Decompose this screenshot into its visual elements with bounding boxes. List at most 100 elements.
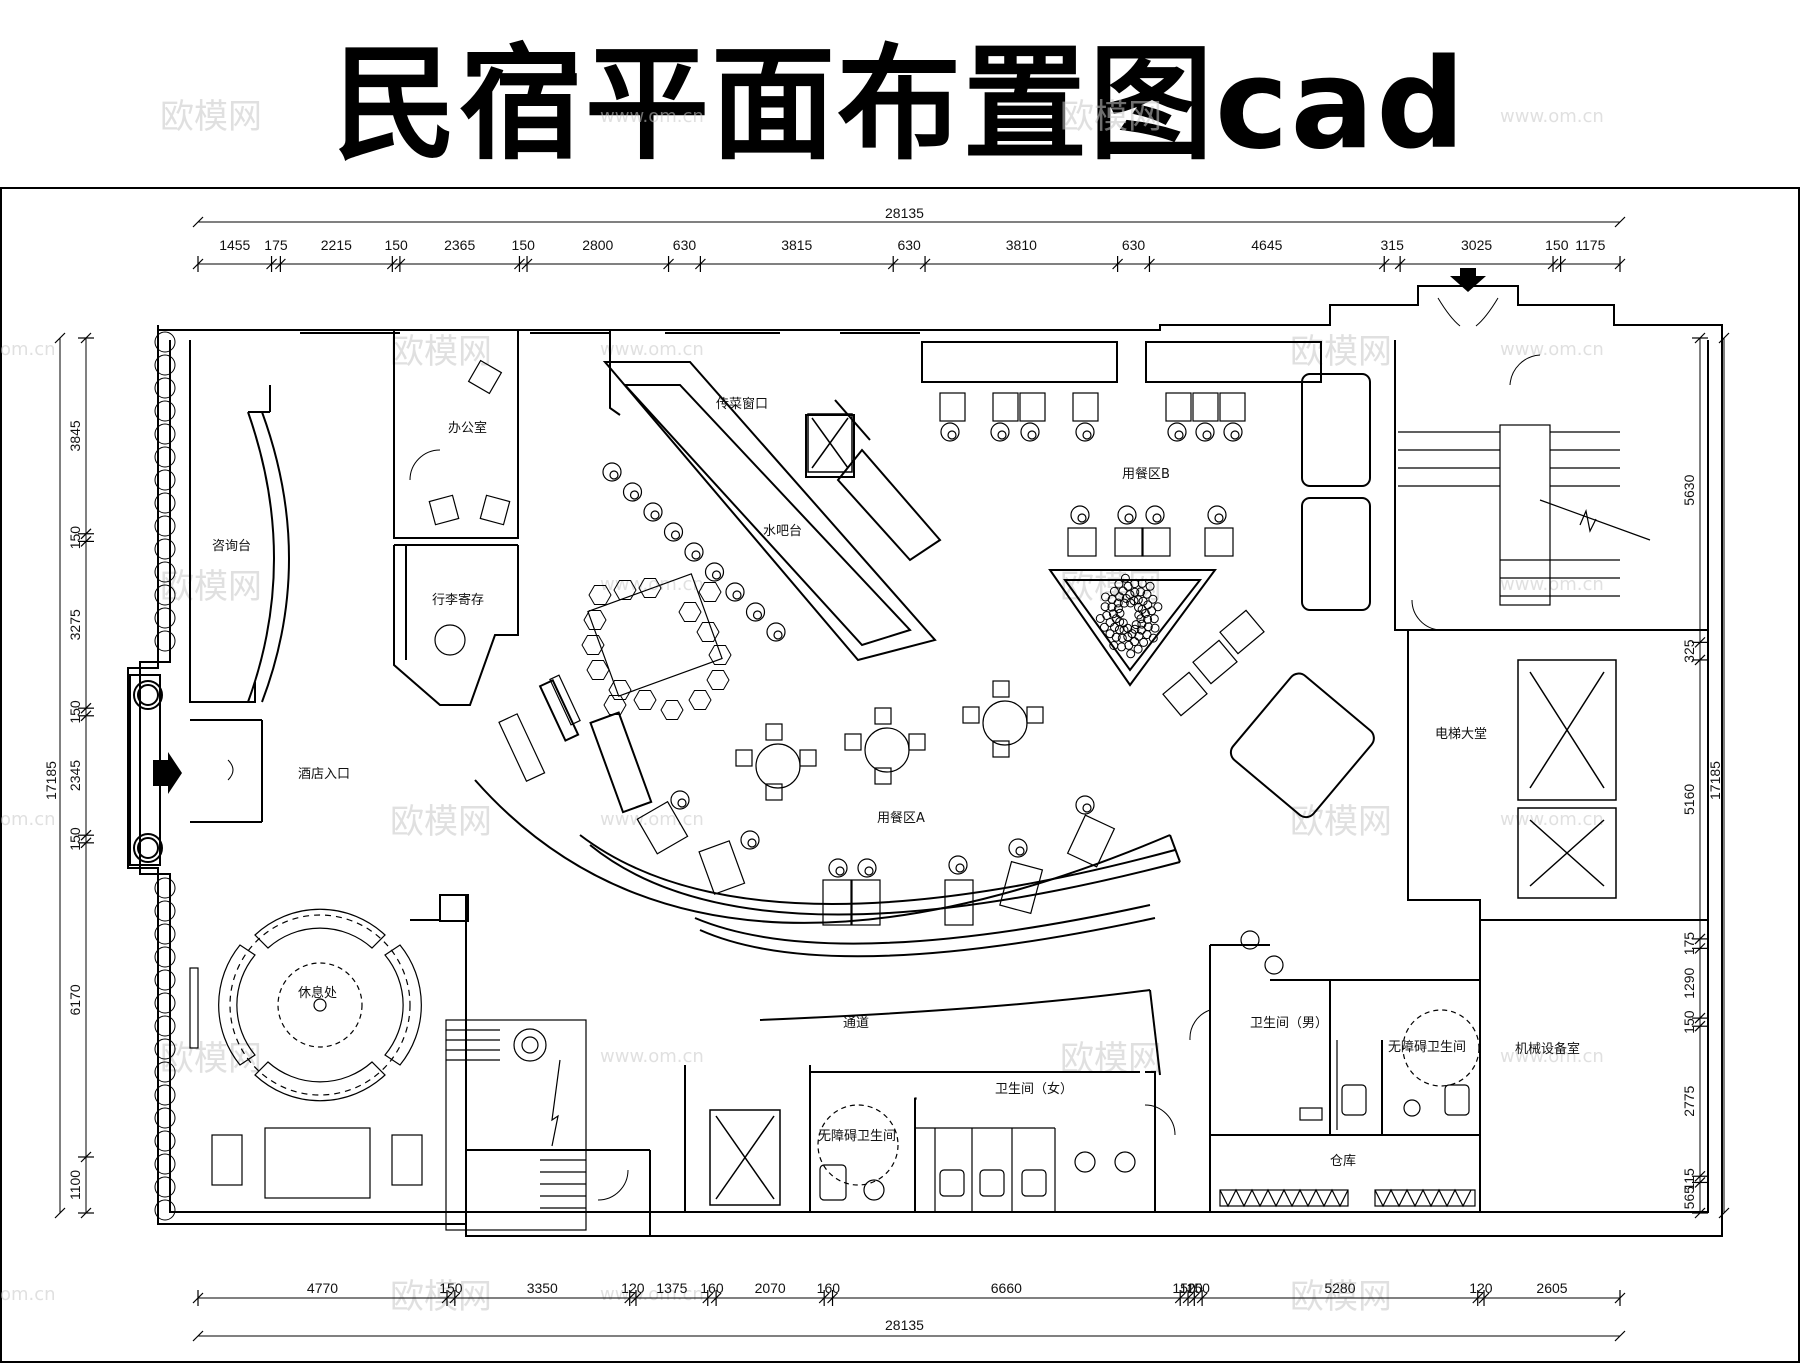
planter (154, 946, 176, 968)
hexagon-seat (608, 680, 632, 700)
bar-stool-seat (670, 530, 681, 540)
foliage-dot (1133, 595, 1143, 605)
label-pass-window: 传菜窗口 (716, 396, 768, 412)
dining-curves (474, 341, 1375, 1076)
foliage-dot (1136, 587, 1146, 597)
bar-stools (602, 422, 1243, 878)
bar-stool-seat (1152, 513, 1162, 523)
planter (154, 877, 176, 899)
bar-stool-seat (1027, 430, 1037, 440)
dimension-label: 2215 (321, 237, 352, 253)
dimension-tick (1718, 332, 1730, 344)
bar-stool (1207, 505, 1227, 525)
dimension-label: 120 (621, 1280, 645, 1296)
stairs-bottom-left (445, 1019, 587, 1231)
dimension-label: 120 (1469, 1280, 1493, 1296)
planter (154, 538, 176, 560)
foliage-dot (1142, 589, 1152, 599)
dimension-label: 1290 (1681, 967, 1697, 998)
dimension-ticks (54, 216, 1730, 1342)
foliage-dot (1137, 578, 1147, 588)
dimension-label: 4645 (1251, 237, 1282, 253)
bar-stool-seat (1077, 513, 1087, 523)
dimension-label: 630 (673, 237, 697, 253)
bar-stool-seat (691, 550, 701, 560)
watermark: www.om.cn (600, 809, 704, 830)
hexagon-seat (678, 602, 702, 622)
watermark: www.om.cn (1500, 574, 1604, 595)
hexagon-seat (581, 635, 605, 655)
dimension-label: 565 (1681, 1186, 1697, 1210)
dining-chair (992, 680, 1010, 698)
watermark: 欧模网 (160, 97, 262, 137)
foliage-dot (1126, 649, 1136, 659)
watermark: om.cn (0, 809, 56, 830)
planter (154, 377, 176, 399)
label-luggage: 行李寄存 (432, 592, 484, 608)
planter (154, 1061, 176, 1083)
foliage-dot (1100, 602, 1110, 612)
bar-stool (948, 855, 968, 875)
foliage-dot (1107, 594, 1117, 604)
hexagon-seat (583, 610, 607, 630)
foliage-dot (1120, 573, 1130, 583)
dimension-tick (1614, 1330, 1626, 1342)
watermark: 欧模网 (1290, 1277, 1392, 1317)
elevators (709, 413, 1617, 1206)
overall-dimension-top: 28135 (885, 205, 924, 221)
planter (154, 1199, 176, 1221)
entrance-arrow-icon (153, 752, 182, 794)
bar-stool-seat (1082, 803, 1092, 813)
dimension-label: 150 (1545, 237, 1569, 253)
hexagon-seat (688, 690, 712, 710)
planter (154, 992, 176, 1014)
dimension-label: 150 (439, 1280, 463, 1296)
label-elevator-lobby: 电梯大堂 (1435, 727, 1487, 742)
foliage-dot (1105, 629, 1115, 639)
dining-chair (799, 749, 817, 767)
watermark: 欧模网 (390, 332, 492, 372)
bar-stool (670, 790, 690, 810)
foliage-dot (1119, 598, 1129, 608)
watermark: 欧模网 (160, 1039, 262, 1079)
dimension-tick (54, 332, 66, 344)
bar-stool (1075, 422, 1095, 442)
foliage-dot (1150, 623, 1160, 633)
dimension-label: 150 (384, 237, 408, 253)
hexagon-seat (586, 660, 610, 680)
dining-chair (962, 706, 980, 724)
bar-stool (745, 602, 766, 622)
walls (127, 285, 1723, 1237)
bar-stool-seat (732, 590, 742, 600)
watermark: www.om.cn (1500, 339, 1604, 360)
bar-stool (1145, 505, 1165, 525)
doors (227, 297, 1541, 1201)
hexagon-seat (706, 670, 730, 690)
foliage-dot (1114, 579, 1124, 589)
dimension-label: 160 (817, 1280, 841, 1296)
foliage-dot (1133, 644, 1143, 654)
planter (154, 1153, 176, 1175)
foliage-dot (1131, 620, 1141, 630)
foliage-dot (1111, 632, 1121, 642)
dining-chair (765, 723, 783, 741)
hexagon-seat (613, 580, 637, 600)
watermark: 欧模网 (1290, 332, 1392, 372)
dimension-tick (192, 1330, 204, 1342)
planter (154, 607, 176, 629)
planter (154, 900, 176, 922)
bar-stool-seat (773, 630, 783, 640)
dimension-tick (1718, 1207, 1730, 1219)
hexagon-seat (603, 695, 627, 715)
bar-stool-seat (997, 430, 1007, 440)
label-water-bar: 水吧台 (763, 524, 802, 539)
planter (154, 630, 176, 652)
stairs-top-right (1398, 424, 1651, 606)
watermark: www.om.cn (600, 1046, 704, 1067)
foliage-dot (1118, 618, 1128, 628)
dimension-label: 2365 (444, 237, 475, 253)
foliage-dot (1099, 622, 1109, 632)
dimension-label: 1175 (1575, 237, 1605, 253)
bar-stool (704, 562, 725, 582)
